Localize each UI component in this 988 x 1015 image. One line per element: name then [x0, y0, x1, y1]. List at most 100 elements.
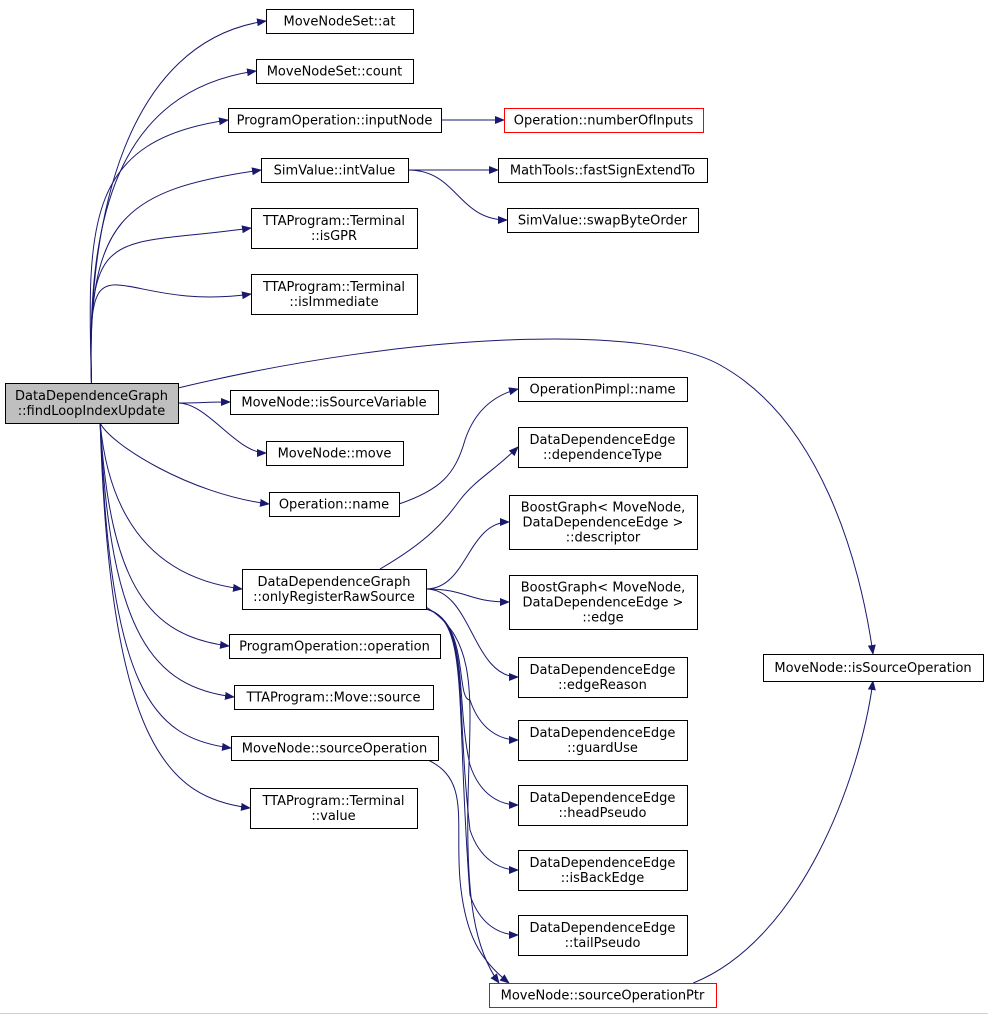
- node-label-line: MoveNode::isSourceVariable: [241, 396, 426, 411]
- node-ddg_onlyreg[interactable]: DataDependenceGraph::onlyRegisterRawSour…: [242, 569, 427, 610]
- edge-ddg_onlyreg-to-dde_edgereason: [425, 588, 519, 681]
- node-box: [5, 383, 179, 424]
- node-tt_value[interactable]: TTAProgram::Terminal::value: [250, 788, 418, 829]
- node-box: [231, 736, 439, 761]
- edge-ddg_onlyreg-to-dde_tailpseudo: [425, 608, 519, 939]
- node-box: [498, 158, 708, 183]
- node-label-line: DataDependenceGraph: [257, 575, 410, 590]
- node-box: [256, 59, 414, 84]
- node-box: [763, 654, 984, 682]
- node-tt_isimm[interactable]: TTAProgram::Terminal::isImmediate: [251, 274, 418, 315]
- node-label-line: ::isGPR: [311, 229, 357, 244]
- node-label-line: MathTools::fastSignExtendTo: [510, 164, 695, 179]
- edge-root-to-ddg_onlyreg: [99, 422, 243, 592]
- node-dde_deptype[interactable]: DataDependenceEdge::dependenceType: [518, 427, 688, 468]
- bottom-divider: [0, 1013, 988, 1014]
- edge-root-to-po_operation: [99, 422, 230, 649]
- node-label-line: TTAProgram::Terminal: [261, 794, 404, 809]
- node-label-line: DataDependenceEdge: [530, 726, 676, 741]
- node-mn_issrcvar[interactable]: MoveNode::isSourceVariable: [230, 390, 439, 415]
- edges-layer: [89, 18, 876, 984]
- node-label-line: SimValue::intValue: [274, 164, 396, 179]
- node-dde_headpseudo[interactable]: DataDependenceEdge::headPseudo: [518, 785, 688, 826]
- edge-ddg_onlyreg-to-mn_srcopptr: [425, 606, 500, 984]
- node-bg_descriptor[interactable]: BoostGraph< MoveNode,DataDependenceEdge …: [509, 495, 698, 550]
- node-mns_at[interactable]: MoveNodeSet::at: [266, 9, 414, 34]
- node-dde_edgereason[interactable]: DataDependenceEdge::edgeReason: [518, 657, 688, 698]
- node-label-line: ProgramOperation::inputNode: [237, 114, 433, 129]
- node-box: [509, 495, 698, 550]
- node-mn_srcopptr[interactable]: MoveNode::sourceOperationPtr: [489, 983, 717, 1008]
- edge-root-to-tm_source: [99, 422, 235, 700]
- edge-root-to-mn_issrcvar: [177, 398, 231, 407]
- node-label-line: TTAProgram::Terminal: [262, 280, 405, 295]
- edge-root-to-op_name: [99, 422, 270, 507]
- node-mt_fastsign[interactable]: MathTools::fastSignExtendTo: [498, 158, 708, 183]
- node-label-line: DataDependenceGraph: [15, 389, 168, 404]
- node-label-line: BoostGraph< MoveNode,: [521, 581, 686, 596]
- node-mn_move[interactable]: MoveNode::move: [266, 441, 404, 466]
- edge-ddg_onlyreg-to-bg_edge: [425, 588, 510, 606]
- node-label-line: ::isImmediate: [289, 295, 378, 310]
- node-label-line: DataDependenceEdge >: [523, 516, 684, 531]
- edge-ddg_onlyreg-to-bg_descriptor: [425, 518, 510, 590]
- node-label-line: ::tailPseudo: [565, 936, 641, 951]
- node-op_numinputs[interactable]: Operation::numberOfInputs: [504, 108, 704, 133]
- node-box: [518, 915, 688, 956]
- node-root[interactable]: DataDependenceGraph::findLoopIndexUpdate: [5, 383, 179, 424]
- node-box: [242, 569, 427, 610]
- edge-mn_srcop-to-mn_srcopptr: [427, 759, 510, 984]
- node-dde_tailpseudo[interactable]: DataDependenceEdge::tailPseudo: [518, 915, 688, 956]
- node-po_operation[interactable]: ProgramOperation::operation: [229, 634, 441, 659]
- edge-ddg_onlyreg-to-dde_deptype: [379, 446, 519, 570]
- node-box: [518, 657, 688, 698]
- node-label-line: TTAProgram::Terminal: [262, 214, 405, 229]
- edge-sv_intvalue-to-sv_swapbyte: [407, 169, 508, 224]
- node-label-line: DataDependenceEdge: [530, 856, 676, 871]
- edge-root-to-mn_srcop: [99, 422, 232, 751]
- node-label-line: MoveNodeSet::at: [284, 15, 396, 30]
- node-po_inputnode[interactable]: ProgramOperation::inputNode: [228, 108, 442, 133]
- node-mn_srcop[interactable]: MoveNode::sourceOperation: [231, 736, 439, 761]
- node-label-line: DataDependenceEdge: [530, 433, 676, 448]
- node-label-line: MoveNode::isSourceOperation: [774, 661, 971, 676]
- node-box: [507, 208, 699, 233]
- node-bg_edge[interactable]: BoostGraph< MoveNode,DataDependenceEdge …: [509, 575, 698, 630]
- node-dde_isbackedge[interactable]: DataDependenceEdge::isBackEdge: [518, 850, 688, 891]
- node-label-line: ::descriptor: [566, 531, 641, 546]
- nodes-layer: DataDependenceGraph::findLoopIndexUpdate…: [5, 9, 984, 1008]
- edge-root-to-tt_value: [99, 422, 251, 811]
- node-label-line: ProgramOperation::operation: [239, 640, 430, 655]
- edge-op_name-to-opimpl_name: [398, 387, 519, 505]
- node-tt_isgpr[interactable]: TTAProgram::Terminal::isGPR: [251, 208, 418, 249]
- node-label-line: MoveNode::sourceOperation: [242, 742, 427, 757]
- node-label-line: ::onlyRegisterRawSource: [253, 590, 415, 605]
- node-op_name[interactable]: Operation::name: [269, 492, 400, 517]
- node-dde_guarduse[interactable]: DataDependenceEdge::guardUse: [518, 720, 688, 761]
- node-box: [229, 634, 441, 659]
- edge-root-to-sv_intvalue: [90, 167, 262, 384]
- node-label-line: ::isBackEdge: [561, 871, 644, 886]
- node-label-line: MoveNode::move: [278, 447, 392, 462]
- node-label-line: MoveNodeSet::count: [267, 65, 403, 80]
- node-sv_intvalue[interactable]: SimValue::intValue: [261, 158, 409, 183]
- node-label-line: ::headPseudo: [558, 806, 646, 821]
- edge-root-to-tt_isgpr: [90, 225, 252, 384]
- node-opimpl_name[interactable]: OperationPimpl::name: [518, 377, 688, 402]
- node-label-line: SimValue::swapByteOrder: [518, 214, 688, 229]
- node-label-line: ::value: [311, 809, 355, 824]
- node-mn_issrcop[interactable]: MoveNode::isSourceOperation: [763, 654, 984, 682]
- node-box: [518, 785, 688, 826]
- node-label-line: ::edgeReason: [558, 678, 647, 693]
- node-label-line: OperationPimpl::name: [529, 383, 675, 398]
- node-box: [518, 850, 688, 891]
- edge-root-to-mns_at: [90, 18, 267, 384]
- node-tm_source[interactable]: TTAProgram::Move::source: [234, 685, 434, 710]
- node-label-line: DataDependenceEdge: [530, 921, 676, 936]
- node-box: [250, 788, 418, 829]
- node-sv_swapbyte[interactable]: SimValue::swapByteOrder: [507, 208, 699, 233]
- node-mns_count[interactable]: MoveNodeSet::count: [256, 59, 414, 84]
- node-label-line: DataDependenceEdge >: [523, 596, 684, 611]
- edge-root-to-tt_isimm: [90, 284, 252, 384]
